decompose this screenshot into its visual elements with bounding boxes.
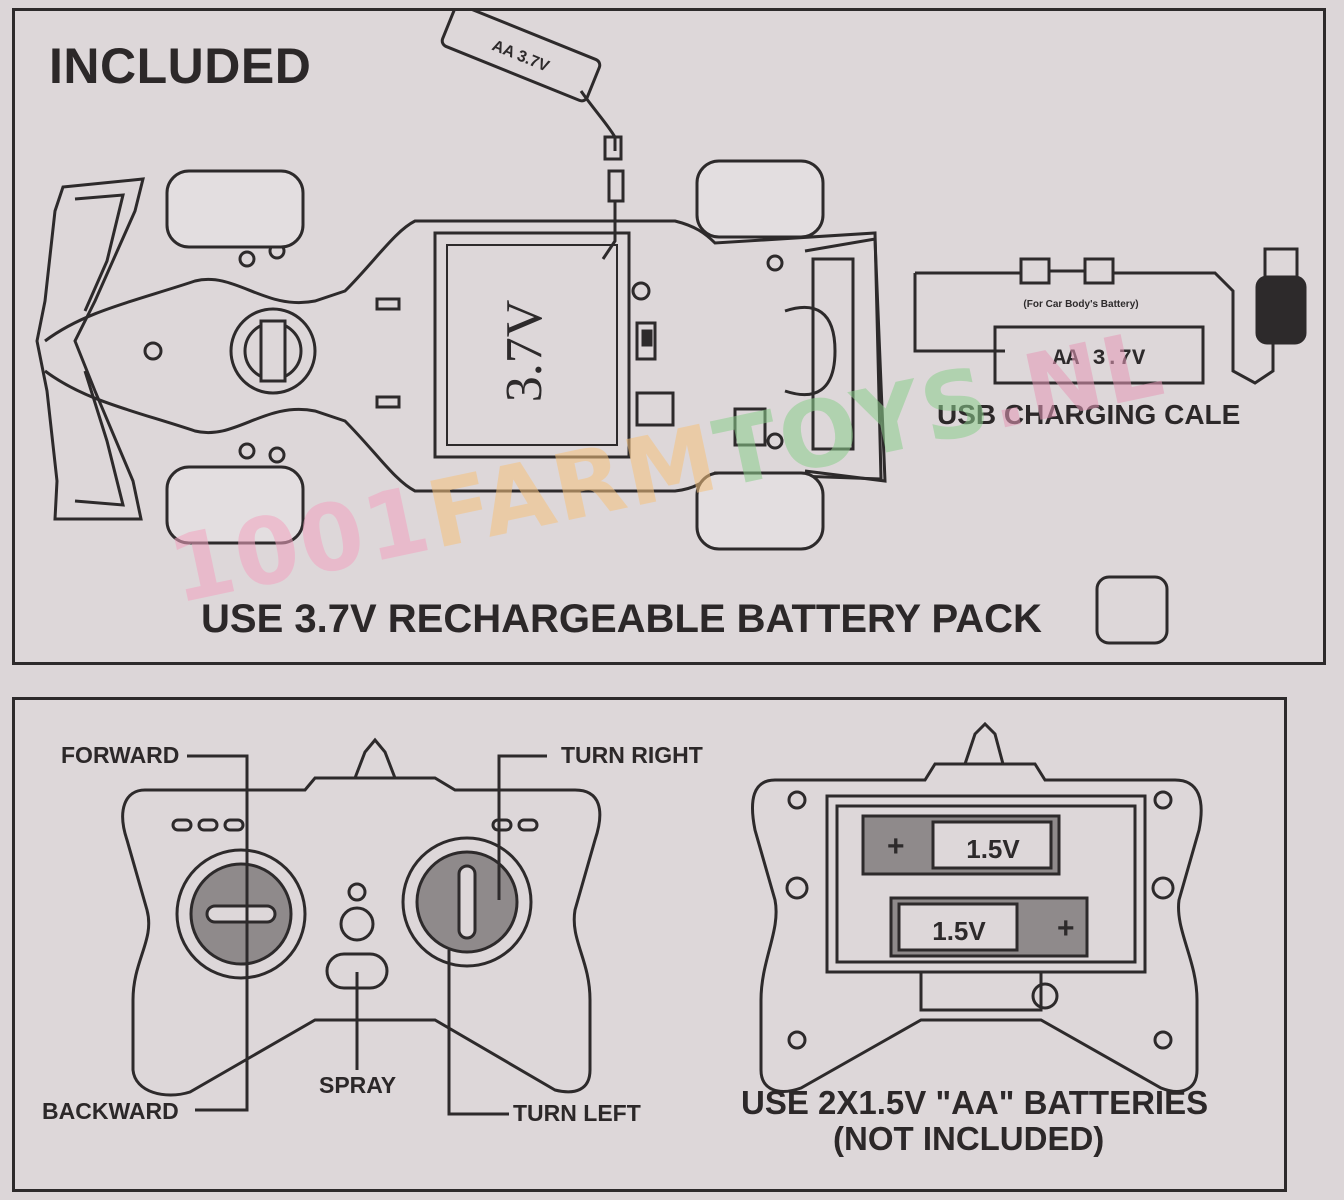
battery-2-plus: + (1057, 912, 1075, 945)
car-battery-label: 3.7V (496, 300, 553, 403)
not-included-caption: (NOT INCLUDED) (833, 1120, 1105, 1157)
forward-label: FORWARD (61, 742, 180, 768)
battery-1-plus: + (887, 830, 905, 863)
car-chassis-diagram: 3.7V AA 3.7V (For Car Body's Battery) AA… (35, 11, 1307, 645)
aa-batteries-caption: USE 2X1.5V "AA" BATTERIES (741, 1084, 1209, 1121)
usb-caption: USB CHARGING CALE (937, 399, 1241, 430)
controller-diagrams: + 1.5V + 1.5V (121, 721, 1203, 1116)
included-heading: INCLUDED (49, 38, 312, 94)
controller-panel: + 1.5V + 1.5V FORWARD TURN RIGHT BACKWAR… (12, 697, 1287, 1192)
loose-battery-label: AA 3.7V (489, 37, 551, 75)
backward-label: BACKWARD (42, 1098, 179, 1124)
included-panel: INCLUDED (12, 8, 1326, 665)
spray-label: SPRAY (319, 1072, 397, 1098)
turn-left-label: TURN LEFT (513, 1100, 641, 1126)
battery-1-voltage: 1.5V (966, 834, 1020, 864)
turn-right-label: TURN RIGHT (561, 742, 703, 768)
usb-battery-label: AA 3.7V (1053, 346, 1146, 371)
battery-2-voltage: 1.5V (932, 916, 986, 946)
usb-note: (For Car Body's Battery) (1023, 299, 1138, 310)
battery-pack-caption: USE 3.7V RECHARGEABLE BATTERY PACK (201, 597, 1042, 641)
